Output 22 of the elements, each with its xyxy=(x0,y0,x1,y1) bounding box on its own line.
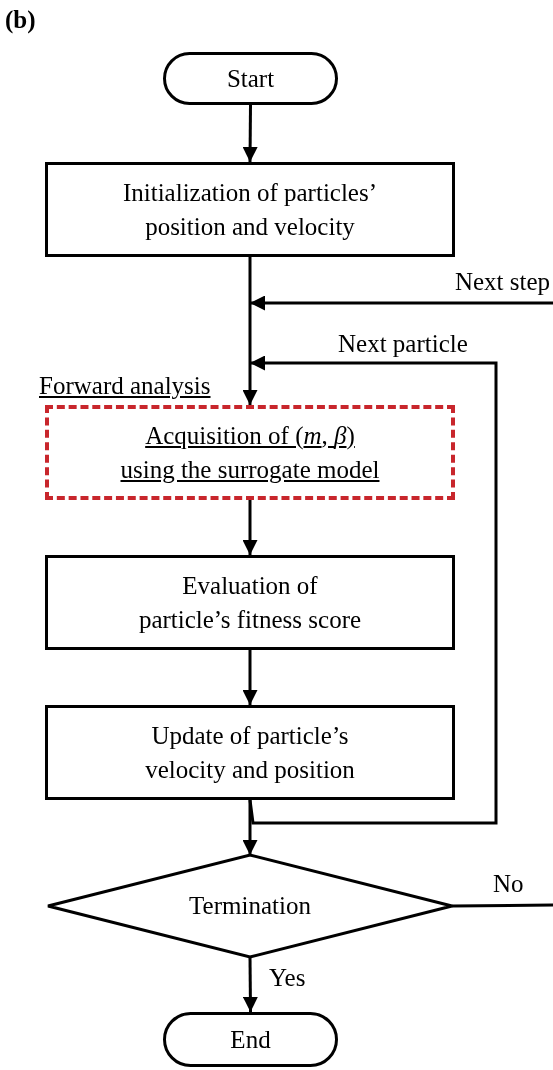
terminal-box xyxy=(163,1012,338,1067)
panel-label: (b) xyxy=(5,6,36,34)
process-box xyxy=(45,705,455,800)
arrow xyxy=(242,105,258,162)
node-text: Initialization of particles’ position and velocity xyxy=(121,177,379,242)
node-text: Evaluation of particle’s fitness score xyxy=(137,570,363,635)
node-text: Acquisition of (m, β) using the surrogate model xyxy=(119,420,381,485)
node-text: Start xyxy=(226,63,275,94)
terminal-box xyxy=(163,52,338,105)
decision-diamond xyxy=(48,855,452,957)
arrow xyxy=(242,957,258,1012)
node-text: Termination xyxy=(189,891,311,922)
arrow xyxy=(250,295,553,311)
process-box xyxy=(45,162,455,257)
arrow xyxy=(248,355,498,825)
node-text: End xyxy=(230,1024,271,1055)
arrow xyxy=(242,500,258,555)
section-heading: Forward analysis xyxy=(39,371,211,401)
process-box xyxy=(45,555,455,650)
node-text: Update of particle’s velocity and position xyxy=(144,720,356,785)
arrow xyxy=(242,650,258,705)
arrow xyxy=(242,257,258,405)
